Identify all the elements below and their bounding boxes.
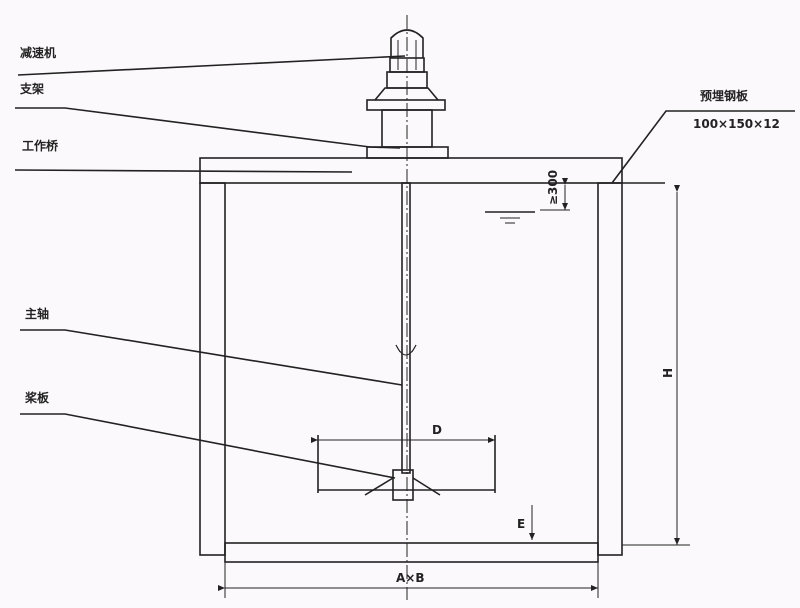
height-dimension: H bbox=[661, 368, 675, 378]
water-level-icon bbox=[485, 211, 535, 224]
bracket-label: 支架 bbox=[19, 81, 44, 96]
bridge-label: 工作桥 bbox=[22, 138, 59, 153]
paddle bbox=[317, 435, 496, 501]
right-wall bbox=[597, 182, 623, 556]
reducer-motor bbox=[366, 15, 449, 600]
bottom-gap-dimension: E bbox=[517, 517, 525, 531]
shaft-label: 主轴 bbox=[25, 306, 49, 321]
main-shaft bbox=[401, 182, 411, 474]
paddle-label: 桨板 bbox=[24, 390, 50, 405]
embedded-plate-label: 预埋钢板 bbox=[700, 88, 749, 103]
left-wall bbox=[199, 182, 226, 556]
clearance-dimension: ≥300 bbox=[546, 170, 560, 205]
embedded-plate-size: 100×150×12 bbox=[693, 117, 780, 131]
tank-size-dimension: A×B bbox=[396, 571, 425, 585]
reducer-label: 减速机 bbox=[20, 45, 56, 60]
diameter-dimension: D bbox=[432, 423, 442, 437]
bottom-slab bbox=[224, 542, 599, 563]
